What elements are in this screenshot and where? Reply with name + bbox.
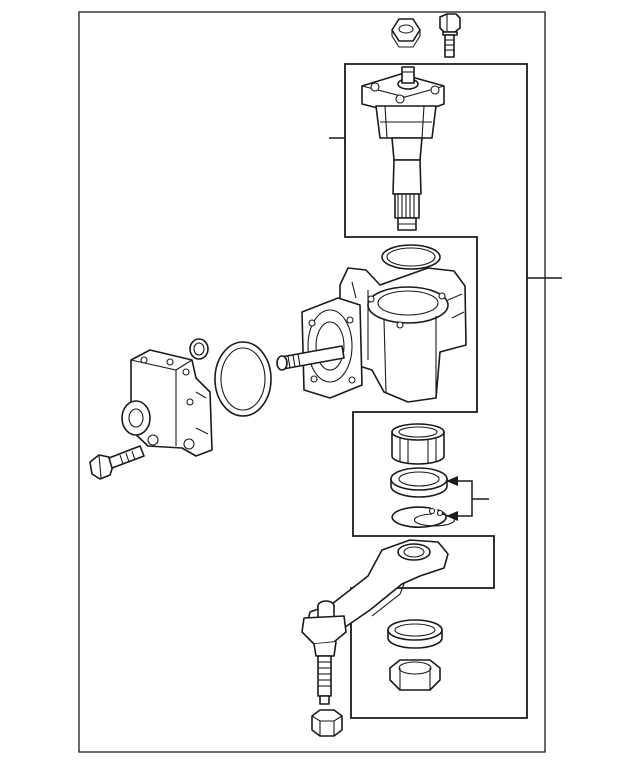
needle-bearing xyxy=(391,423,445,465)
valve-housing xyxy=(121,349,213,457)
snap-ring xyxy=(391,506,456,528)
large-oring xyxy=(214,341,272,417)
sector-shaft-assembly xyxy=(361,66,445,231)
tie-rod-cap-nut xyxy=(311,709,343,737)
arrow-head-lower xyxy=(446,511,458,521)
tie-rod-end xyxy=(301,600,347,705)
steering-gear-housing xyxy=(301,267,467,403)
group-bracket xyxy=(344,63,528,719)
nut-top xyxy=(391,18,421,48)
arrow-head-upper xyxy=(446,476,458,486)
leader-line-seals xyxy=(456,480,489,517)
pitman-arm xyxy=(305,539,449,639)
pitman-nut xyxy=(389,659,441,691)
small-oring xyxy=(189,338,209,360)
mounting-bolt xyxy=(89,445,145,480)
input-shaft xyxy=(276,345,345,371)
lock-washer xyxy=(387,619,443,649)
cover-oring xyxy=(381,244,441,270)
bolt-top xyxy=(439,13,461,58)
oil-seal xyxy=(390,467,448,498)
